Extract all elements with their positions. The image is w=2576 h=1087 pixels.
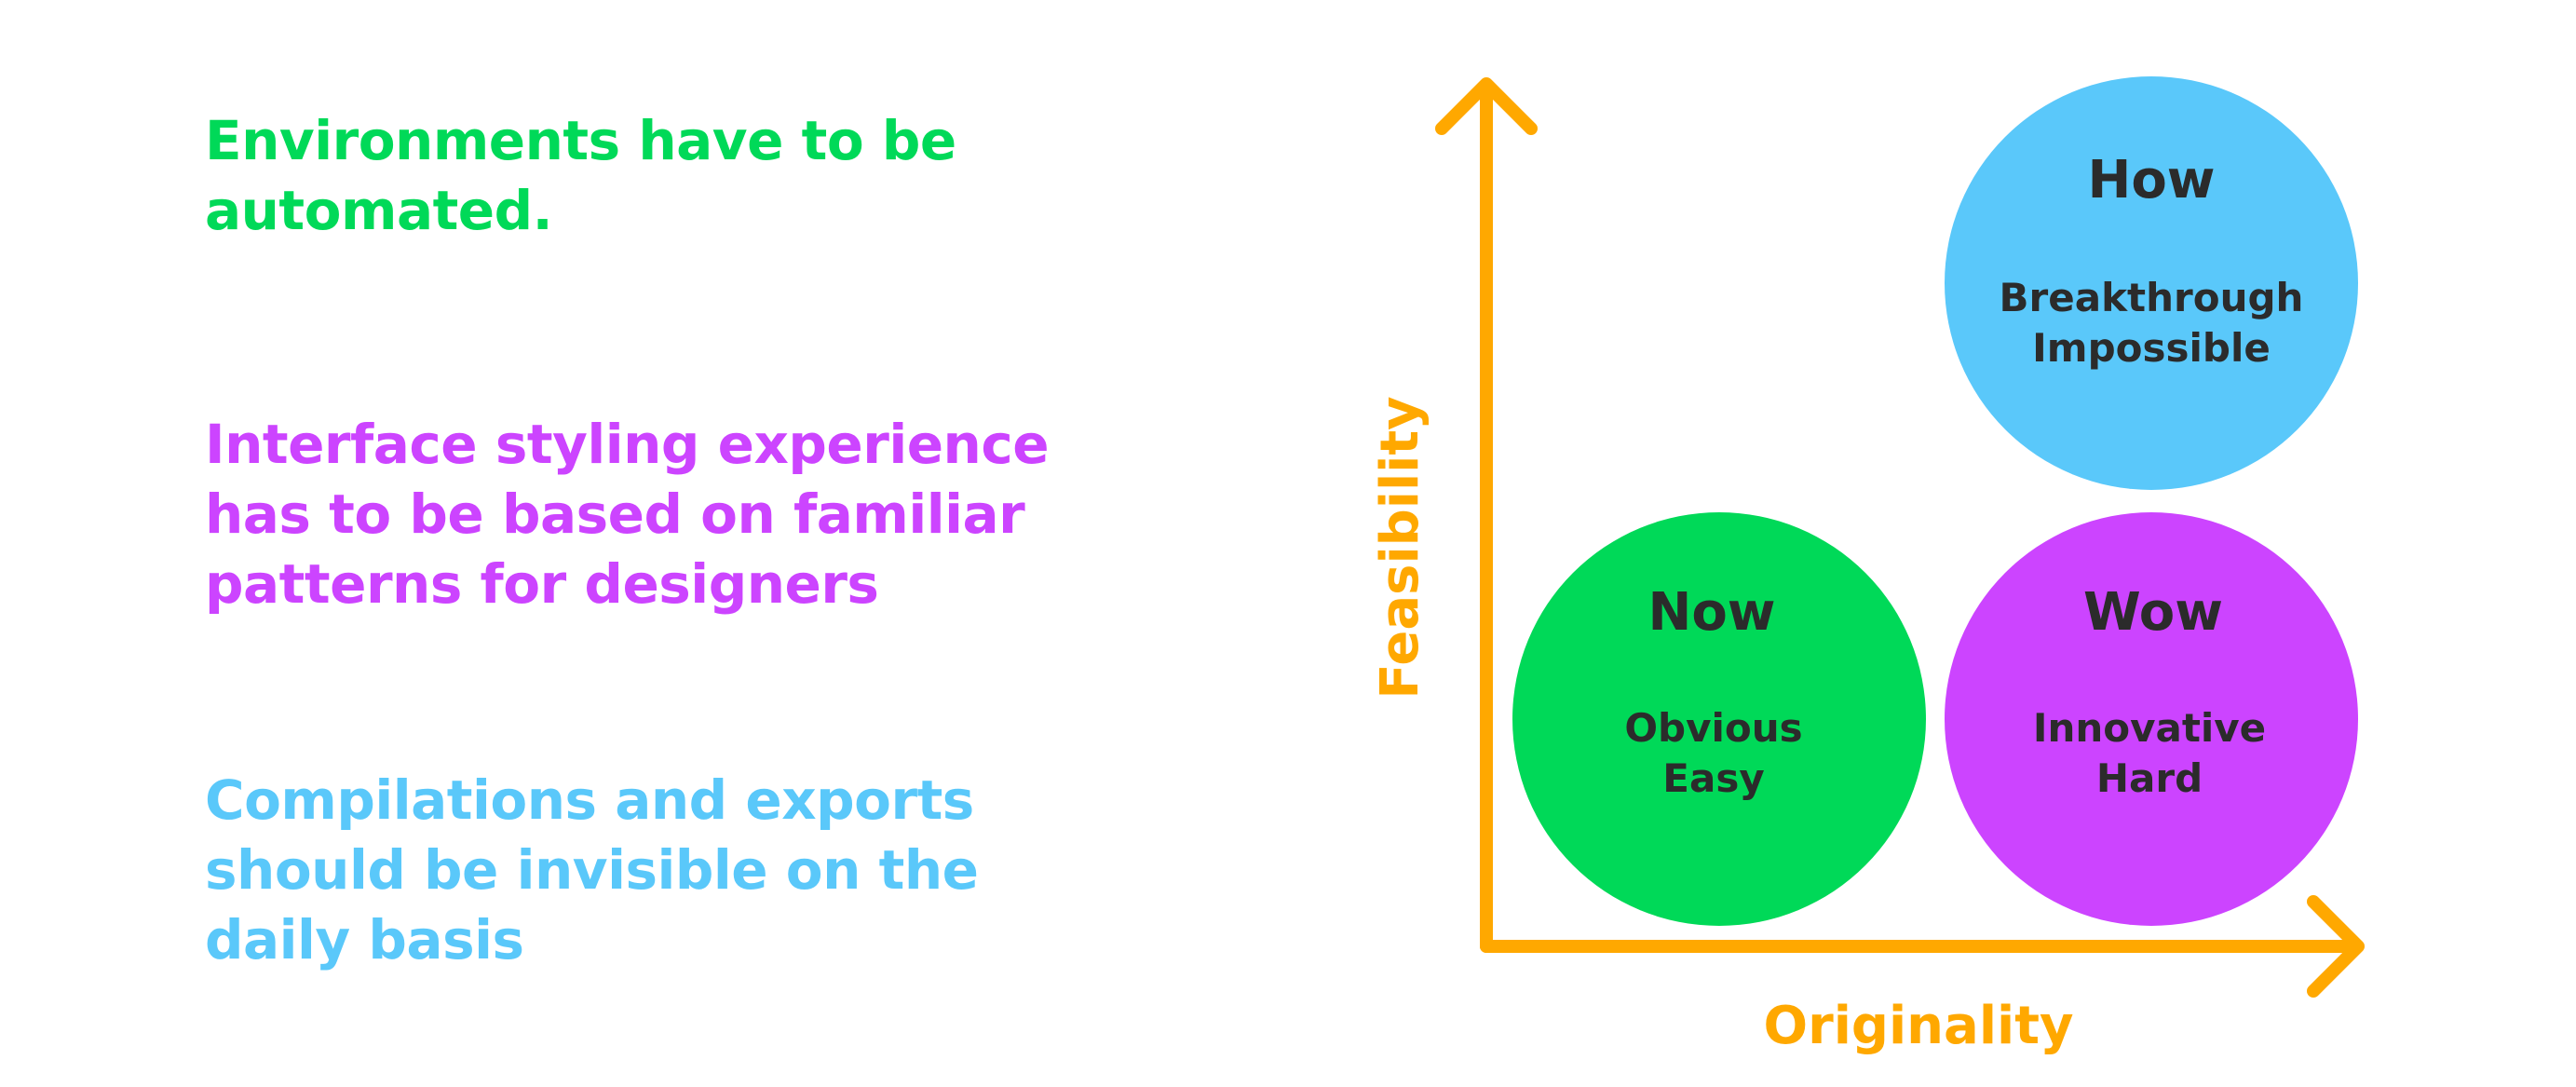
circle-wow-line1: Innovative xyxy=(2033,705,2266,751)
y-axis-label: Feasibility xyxy=(1370,396,1430,699)
statements-column: Environments have to be automated. Inter… xyxy=(205,0,1136,1087)
circle-now-shape xyxy=(1512,512,1926,926)
x-axis-arrowhead-icon xyxy=(2307,895,2365,998)
circle-now-line2: Easy xyxy=(1662,755,1764,801)
circle-how: How Breakthrough Impossible xyxy=(1945,76,2358,490)
x-axis-label: Originality xyxy=(1763,996,2073,1056)
circle-now-title: Now xyxy=(1647,582,1775,643)
circle-wow-line2: Hard xyxy=(2096,755,2203,801)
circle-how-line2: Impossible xyxy=(2032,325,2271,371)
circle-wow: Wow Innovative Hard xyxy=(1945,512,2358,926)
statement-exports: Compilations and exports should be invis… xyxy=(205,768,979,972)
axes xyxy=(1435,77,2365,998)
circle-wow-title: Wow xyxy=(2083,582,2223,643)
statement-automation: Environments have to be automated. xyxy=(205,109,956,242)
y-axis-arrowhead-icon xyxy=(1435,77,1538,135)
circle-how-shape xyxy=(1945,76,2358,490)
circle-how-line1: Breakthrough xyxy=(2000,275,2304,320)
circle-now: Now Obvious Easy xyxy=(1512,512,1926,926)
statement-styling: Interface styling experience has to be b… xyxy=(205,413,1050,616)
circle-now-line1: Obvious xyxy=(1624,705,1802,751)
circle-wow-shape xyxy=(1945,512,2358,926)
circle-how-title: How xyxy=(2087,150,2215,211)
